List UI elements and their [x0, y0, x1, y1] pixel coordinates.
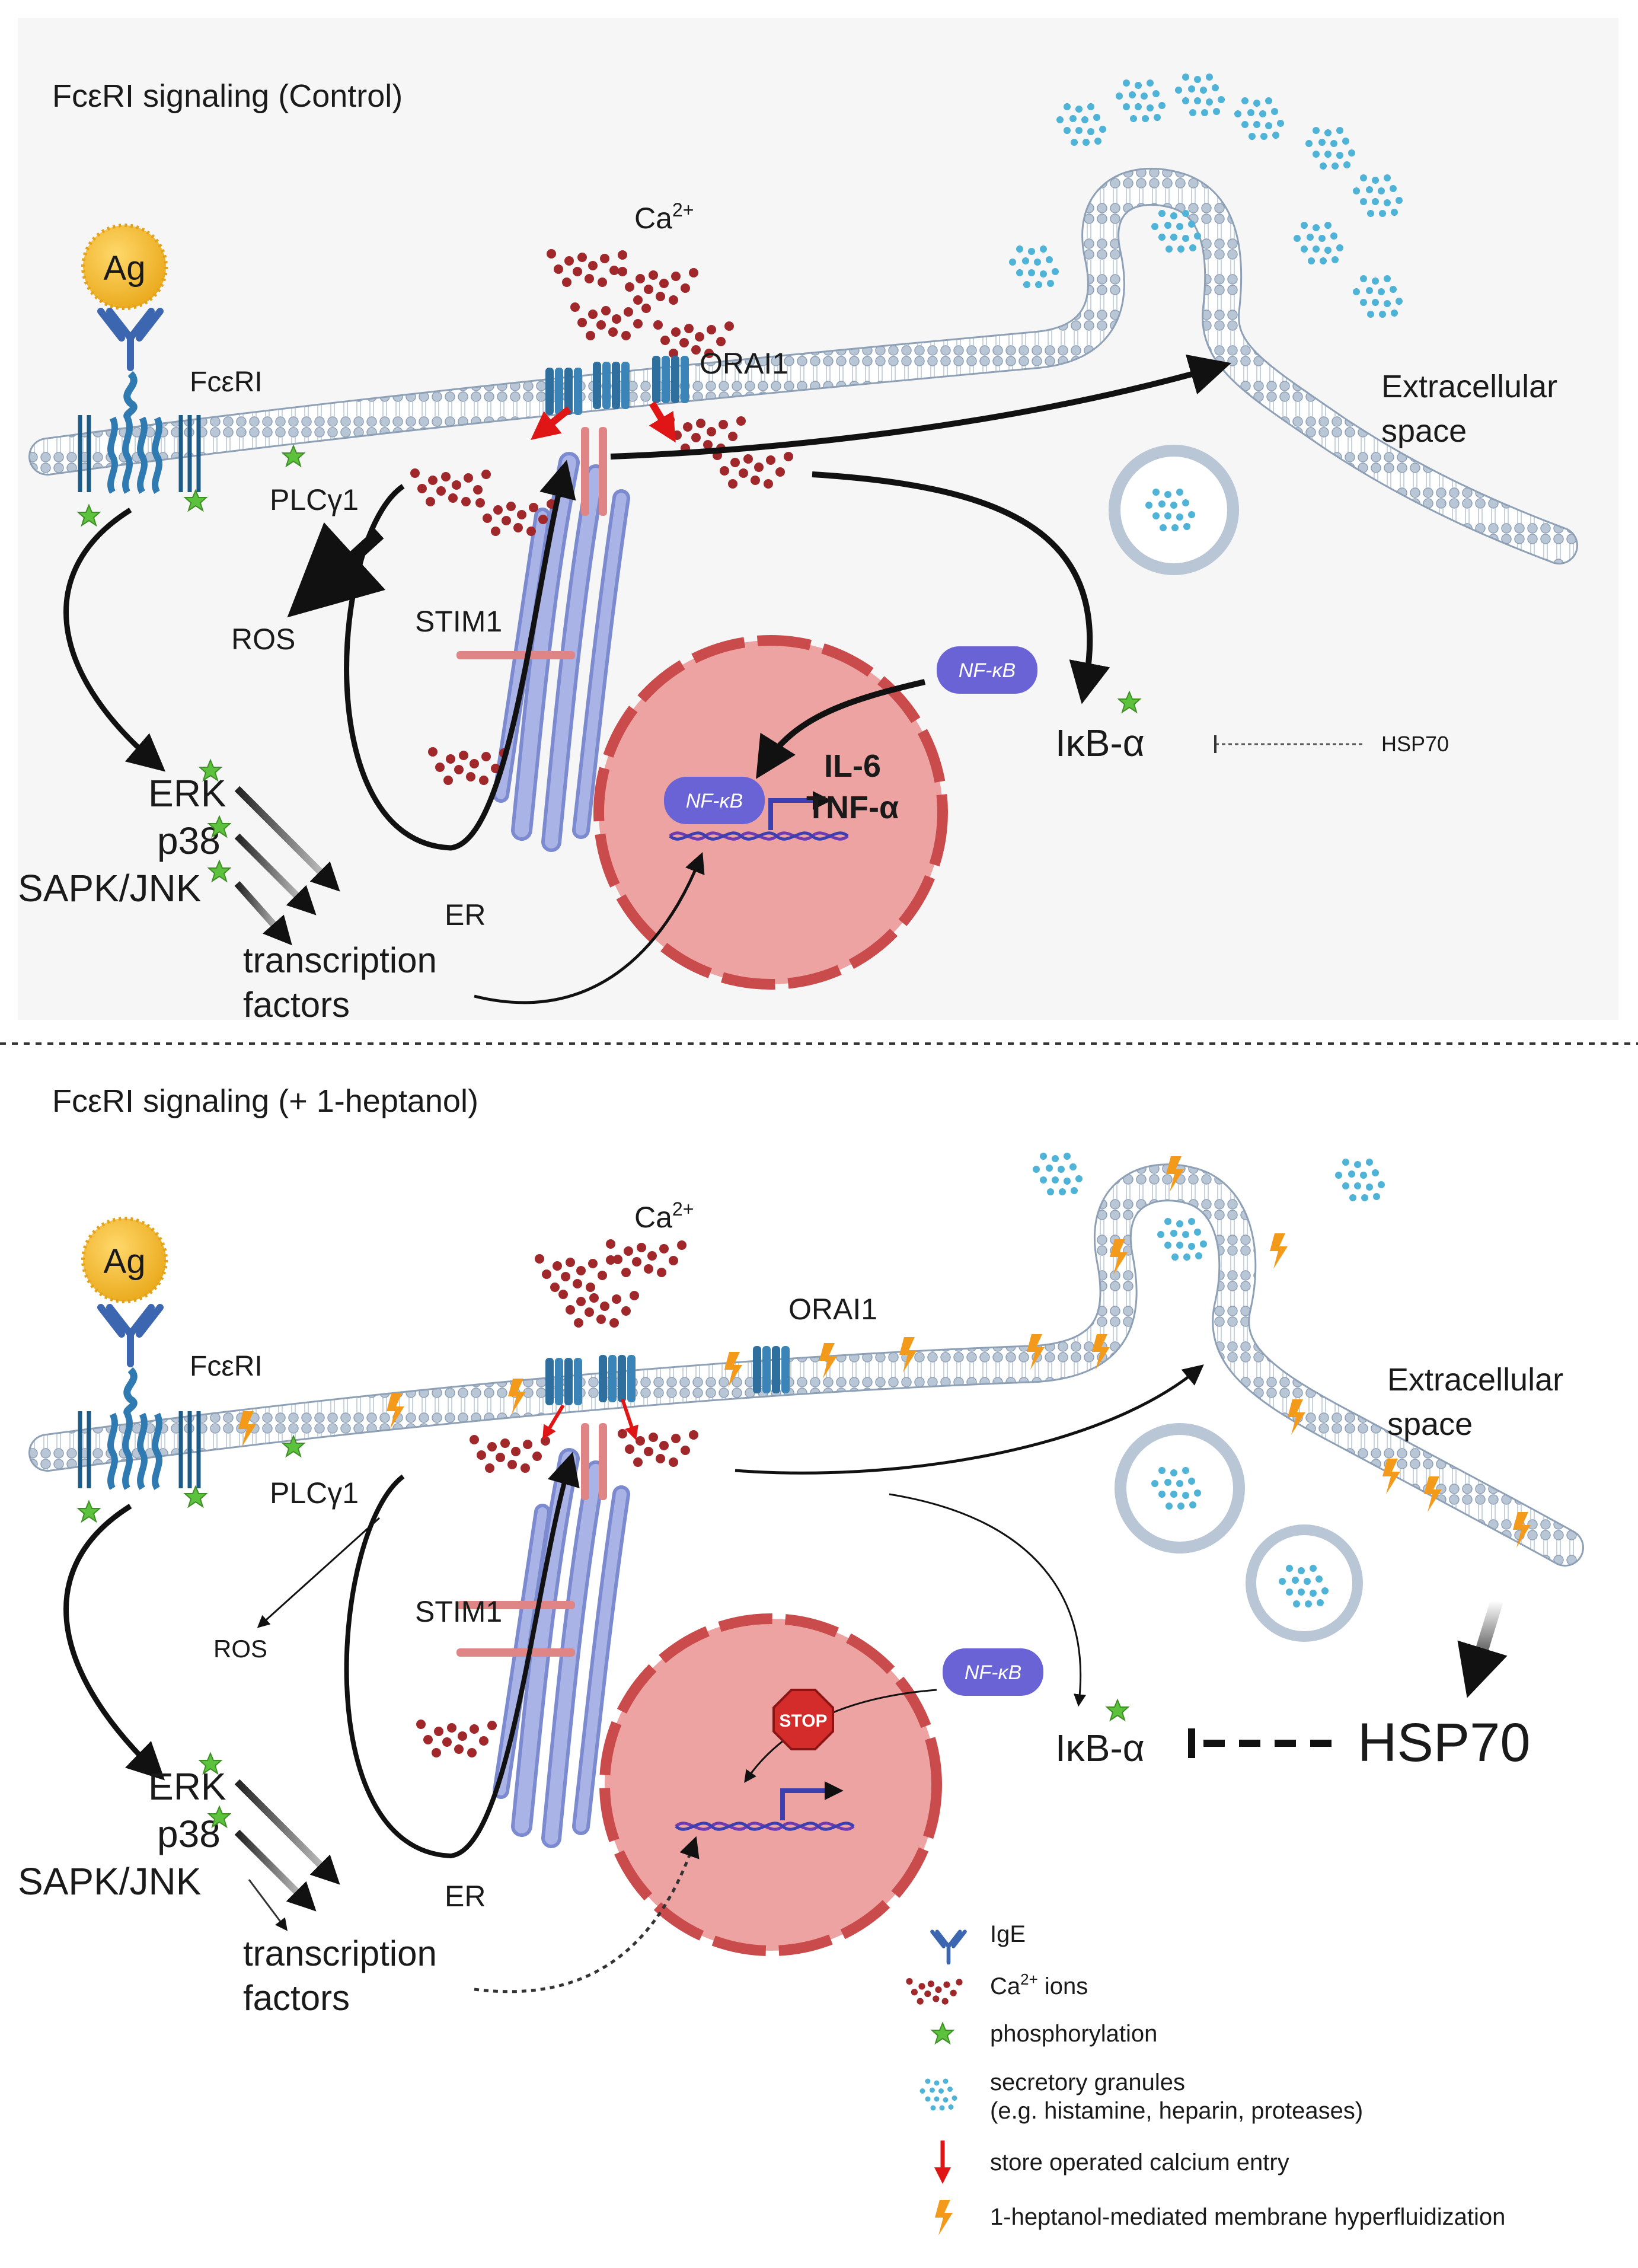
panel-control: FcεRI signaling (Control) Ag FcεRI — [18, 18, 1618, 1025]
legend: IgE Ca2+ ions phosphorylation secretory … — [906, 1921, 1505, 2235]
antigen: Ag — [81, 224, 168, 310]
sapk-label: SAPK/JNK — [18, 867, 201, 910]
svg-text:Ag: Ag — [104, 249, 146, 288]
granule-vesicle — [1115, 1423, 1245, 1554]
svg-text:NF-κB: NF-κB — [686, 790, 743, 812]
panel-title-heptanol: FcεRI signaling (+ 1-heptanol) — [52, 1083, 478, 1119]
extracellular-label-1: Extracellular — [1381, 369, 1557, 404]
p38-label: p38 — [157, 1813, 221, 1855]
legend-ca: Ca2+ ions — [906, 1970, 1088, 2005]
degranulation-arrow — [610, 354, 1231, 460]
nfkb-nuclear: NF-κB — [664, 777, 765, 824]
degranulation-arrow — [735, 1364, 1204, 1475]
plc-er-arrow — [344, 460, 576, 851]
svg-text:1-heptanol-mediated membrane h: 1-heptanol-mediated membrane hyperfluidi… — [990, 2204, 1505, 2230]
phospho-star — [184, 1486, 207, 1507]
svg-text:Ag: Ag — [104, 1242, 146, 1281]
svg-text:(e.g. histamine, heparin, prot: (e.g. histamine, heparin, proteases) — [990, 2098, 1363, 2124]
ikb-label: IκB-α — [1055, 1727, 1145, 1769]
ca-extracellular — [535, 1239, 687, 1328]
legend-granules: secretory granules (e.g. histamine, hepa… — [919, 2069, 1363, 2124]
antigen: Ag — [81, 1217, 168, 1303]
er-label: ER — [445, 898, 486, 932]
nucleus — [599, 1613, 942, 1956]
svg-text:Ca2+ ions: Ca2+ ions — [990, 1970, 1088, 1999]
p38-label: p38 — [157, 819, 221, 862]
ikb-label: IκB-α — [1055, 722, 1145, 764]
stim1-label: STIM1 — [415, 605, 502, 638]
ige-icon — [101, 1307, 160, 1364]
orai-label: ORAI1 — [700, 347, 788, 380]
extracellular-label-2: space — [1381, 413, 1467, 449]
legend-hyperfluidization: 1-heptanol-mediated membrane hyperfluidi… — [935, 2200, 1505, 2235]
nfkb-translocation-arrow — [756, 679, 926, 779]
tf-label-2: factors — [243, 1978, 350, 2018]
extracellular-label-1: Extracellular — [1387, 1362, 1563, 1398]
stim1-label: STIM1 — [415, 1595, 502, 1628]
nfkb-cytosolic: NF-κB — [943, 1648, 1043, 1696]
panel-heptanol: FcεRI signaling (+ 1-heptanol) — [18, 1083, 1584, 2018]
ros-label: ROS — [213, 1635, 267, 1663]
panel-title-control: FcεRI signaling (Control) — [52, 78, 403, 114]
tf-to-nucleus-arrow — [474, 852, 705, 1004]
fceri-label: FcεRI — [190, 1351, 263, 1382]
erk-label: ERK — [148, 1765, 226, 1808]
svg-text:NF-κB: NF-κB — [959, 659, 1016, 682]
mapk-arrow — [63, 1504, 165, 1781]
phospho-star — [78, 1501, 100, 1522]
ca-label: Ca2+ — [634, 199, 694, 235]
hsp70-induction-arrow — [1457, 1599, 1508, 1698]
extracellular-label-2: space — [1387, 1406, 1473, 1442]
ca-to-ikb-arrow — [889, 1493, 1086, 1707]
tnf-label: TNF-α — [806, 790, 899, 825]
phospho-star — [1106, 1699, 1129, 1721]
hsp70-label: HSP70 — [1358, 1712, 1531, 1773]
plc-er-arrow — [344, 1452, 580, 1859]
ca-label: Ca2+ — [634, 1198, 694, 1234]
legend-ige: IgE — [933, 1921, 1026, 1963]
tf-label-1: transcription — [243, 940, 437, 980]
svg-text:phosphorylation: phosphorylation — [990, 2021, 1157, 2047]
plc-label: PLCγ1 — [270, 1476, 359, 1510]
fceri-label: FcεRI — [190, 366, 263, 398]
orai-label: ORAI1 — [788, 1293, 877, 1326]
er-label: ER — [445, 1880, 486, 1913]
tf-label-2: factors — [243, 985, 350, 1025]
svg-text:NF-κB: NF-κB — [965, 1661, 1021, 1684]
soce-arrow — [531, 406, 571, 440]
svg-text:secretory granules: secretory granules — [990, 2069, 1185, 2095]
erk-label: ERK — [148, 772, 226, 815]
tf-label-1: transcription — [243, 1934, 437, 1973]
stim1 — [456, 1423, 607, 1657]
soce-arrow — [621, 1399, 638, 1441]
nfkb-cytosolic: NF-κB — [937, 646, 1037, 694]
svg-text:IgE: IgE — [990, 1921, 1026, 1947]
transcription-arrow — [780, 1781, 844, 1820]
hsp70-label: HSP70 — [1381, 732, 1449, 756]
legend-phospho: phosphorylation — [931, 2021, 1157, 2047]
plc-label: PLCγ1 — [270, 483, 359, 516]
ros-arrow — [257, 1517, 381, 1628]
svg-text:store operated calcium entry: store operated calcium entry — [990, 2149, 1289, 2176]
stop-sign: STOP — [772, 1689, 834, 1750]
soce-arrow — [649, 401, 676, 443]
transcription-arrow — [768, 791, 832, 830]
granule-vesicle — [1109, 445, 1239, 575]
stim1 — [456, 427, 607, 659]
tf-to-nucleus-arrow — [474, 1836, 700, 1993]
ca-to-ikb-arrow — [812, 471, 1110, 704]
sapk-label: SAPK/JNK — [18, 1860, 201, 1903]
ros-label: ROS — [231, 623, 295, 656]
soce-arrow — [542, 1404, 565, 1440]
svg-text:STOP: STOP — [779, 1711, 827, 1731]
mapk-arrow — [63, 508, 166, 772]
il6-label: IL-6 — [824, 748, 881, 784]
legend-soce: store operated calcium entry — [934, 2141, 1289, 2184]
hsp70-inhibition — [1188, 1728, 1340, 1758]
